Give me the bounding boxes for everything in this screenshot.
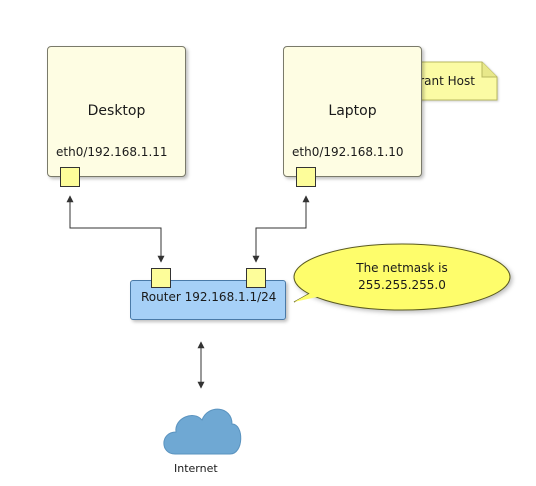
netmask-callout: The netmask is 255.255.255.0 <box>293 243 511 311</box>
interface-label-desktop: eth0/192.168.1.11 <box>56 145 168 159</box>
router-port-left <box>151 268 171 288</box>
interface-label-laptop: eth0/192.168.1.10 <box>292 145 404 159</box>
callout-line-2: 255.255.255.0 <box>358 278 446 292</box>
desktop-router-connector <box>66 195 165 263</box>
internet-label: Internet <box>174 462 218 475</box>
host-name-laptop: Laptop <box>328 103 377 119</box>
callout-line-1: The netmask is <box>355 261 447 275</box>
laptop-host: Laptop eth0/192.168.1.10 <box>283 46 422 177</box>
laptop-router-connector <box>252 195 310 263</box>
router-label: Router 192.168.1.1/24 <box>141 290 277 304</box>
desktop-eth0-port <box>60 167 80 187</box>
desktop-host: Desktop eth0/192.168.1.11 <box>47 46 186 177</box>
router-port-right <box>246 268 266 288</box>
laptop-eth0-port <box>296 167 316 187</box>
host-name-desktop: Desktop <box>87 103 146 119</box>
cloud-icon <box>163 408 242 455</box>
